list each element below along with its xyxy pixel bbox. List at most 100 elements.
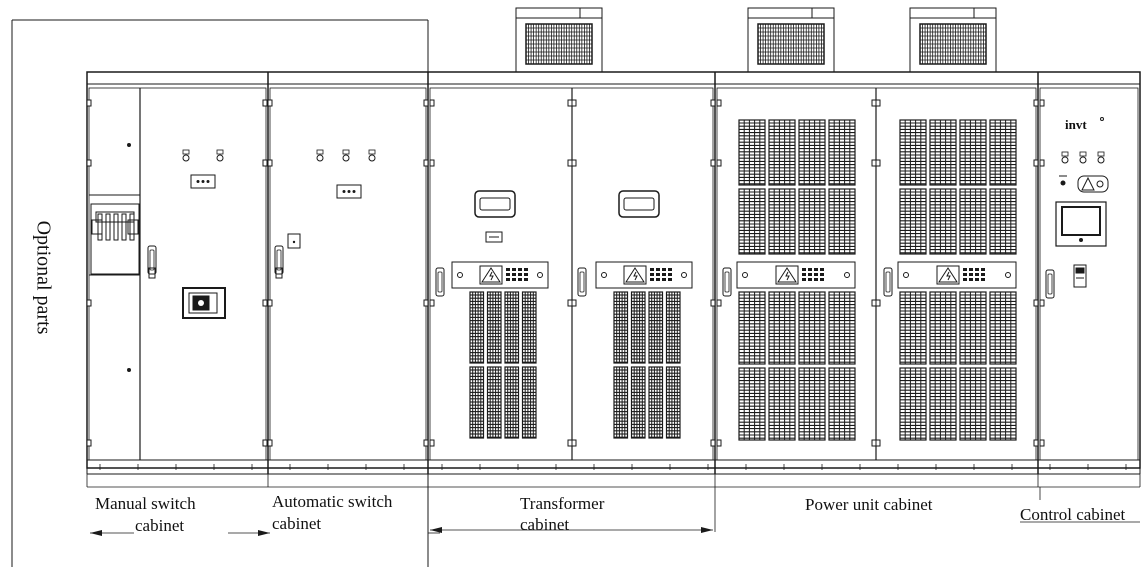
vent-block [929, 119, 957, 186]
label-text-block [802, 278, 806, 281]
busbar-rod [113, 213, 119, 241]
fan-hood-transformer [515, 7, 603, 73]
lamp-top [182, 149, 190, 155]
hinge [875, 299, 881, 307]
hinge [571, 439, 577, 447]
lamp [1097, 156, 1105, 164]
label-screw [457, 272, 463, 278]
hinge [871, 439, 877, 447]
handle-body [147, 245, 157, 275]
aut-key-switch [287, 233, 301, 249]
man-meter-panel [190, 174, 216, 189]
label-text-block [512, 268, 516, 271]
hinge [716, 439, 722, 447]
label-text-block [524, 268, 528, 271]
hinge [1033, 99, 1039, 107]
vent-block [738, 119, 766, 186]
label-text-block [512, 278, 516, 281]
vent-block [768, 367, 796, 441]
warning-box [623, 265, 647, 285]
vent-block [929, 367, 957, 441]
transformer-door-left-vent [469, 291, 537, 439]
lamp-ctl-3 [1097, 151, 1105, 164]
power-door-right-vent-top [899, 119, 1017, 255]
aut-handle [274, 245, 284, 275]
vent-block [798, 188, 826, 255]
hinge [267, 439, 273, 447]
hinge [86, 99, 92, 107]
label-text-block [656, 268, 660, 271]
lamp [216, 154, 224, 162]
vent-block [798, 367, 826, 441]
handle-grip [885, 271, 891, 293]
transformer-handle-left [435, 267, 445, 297]
label-text-block [814, 273, 818, 276]
warning-bolt [489, 271, 494, 281]
panel-dot [201, 180, 205, 183]
label-text-block [814, 268, 818, 271]
label-text-block [808, 268, 812, 271]
hinge [429, 99, 435, 107]
busbar-clamp-right [127, 219, 139, 235]
label-text-block [524, 278, 528, 281]
hinge [875, 99, 881, 107]
label-text-block [650, 278, 654, 281]
vent-block [899, 188, 927, 255]
label-automatic-line1: Automatic switch [272, 492, 393, 511]
label-text-block [668, 278, 672, 281]
lamp-man-1 [182, 149, 190, 162]
label-text-block [518, 268, 522, 271]
panel-dot [352, 190, 356, 193]
arrow-transformer-right [520, 527, 713, 533]
arrowhead [90, 530, 102, 536]
vent-block [738, 188, 766, 255]
vent-block [959, 291, 987, 365]
label-text-block [506, 278, 510, 281]
manual-switch-cabinet [89, 143, 226, 372]
label-text-block [963, 273, 967, 276]
arrowhead [701, 527, 713, 533]
hinge [423, 299, 429, 307]
panel-dot [347, 190, 351, 193]
label-text-block [820, 268, 824, 271]
label-text-block [802, 268, 806, 271]
cabinet-inner [1039, 87, 1139, 461]
label-transformer-line1: Transformer [520, 494, 605, 513]
view-window-inner [479, 197, 511, 211]
hinges-7 [571, 99, 577, 447]
lamp [342, 154, 350, 162]
handle-body [274, 245, 284, 275]
label-text-block [981, 278, 985, 281]
screw [127, 368, 131, 372]
hinge [567, 439, 573, 447]
label-text-block [814, 278, 818, 281]
label-text-block [975, 268, 979, 271]
hinge [1033, 299, 1039, 307]
label-text-block [518, 278, 522, 281]
hinges-4 [423, 99, 429, 447]
label-text-block [820, 273, 824, 276]
vent-block [798, 291, 826, 365]
hinge [429, 159, 435, 167]
label-screw [537, 272, 543, 278]
man-handle-latch [148, 267, 156, 279]
hinge [86, 299, 92, 307]
vent-block [989, 291, 1017, 365]
hinges-9 [716, 99, 722, 447]
handle-grip [437, 271, 443, 293]
hinge [571, 299, 577, 307]
hinge [1039, 159, 1045, 167]
vent-block [738, 291, 766, 365]
busbar-rod [105, 213, 111, 241]
ctl-breaker [1073, 264, 1087, 288]
warning-triangle [481, 267, 501, 283]
warning-box [775, 265, 799, 285]
hinge [710, 99, 716, 107]
lamp-man-2 [216, 149, 224, 162]
label-plate [736, 261, 856, 289]
hinges-3 [267, 99, 273, 447]
vent-block [989, 119, 1017, 186]
hinge [1039, 99, 1045, 107]
hinge [423, 159, 429, 167]
